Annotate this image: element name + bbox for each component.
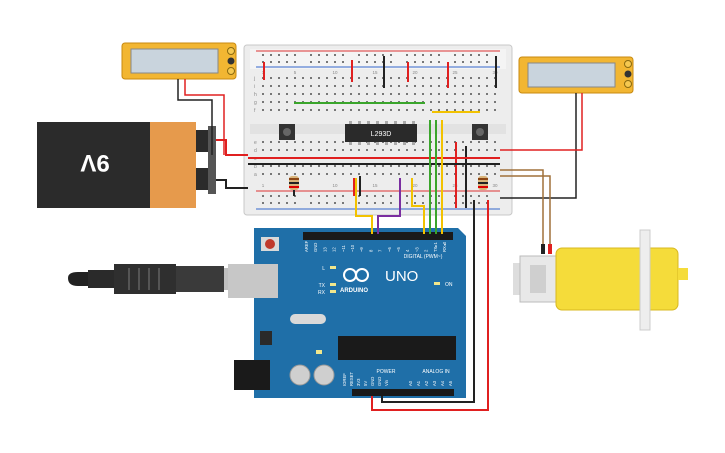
column-number: 15 [372,183,378,188]
multimeter-right [518,56,634,94]
column-number: 5 [294,70,297,75]
arduino-logo [343,268,369,282]
column-number: 25 [452,70,458,75]
led-on-label: ON [445,282,453,288]
row-letter: a [254,172,257,178]
l293d-chip: L293D [345,121,417,145]
pin-label: 13 [322,247,327,252]
resistor-left [289,176,299,190]
pin-label: Vin [384,379,389,386]
column-number: 10 [332,70,338,75]
chip-label: L293D [371,131,392,138]
brand-label: ARDUINO [340,288,368,294]
led-rx-label: RX [318,290,326,296]
led-tx-label: TX [319,283,326,289]
row-letter: j [253,76,255,82]
row-letter: b [254,164,257,170]
pin-label: 12 [332,247,337,252]
column-number: 1 [262,183,265,188]
pin-label: 5V [363,381,368,386]
dc-motor [513,229,688,331]
column-number: 15 [372,70,378,75]
pin-label: A4 [440,380,445,386]
pin-label: ~3 [414,247,419,252]
reset-button[interactable] [261,237,279,251]
pin-label: ~11 [341,245,346,252]
pin-label: A2 [424,380,429,386]
pin-label: AREF [304,240,309,252]
pin-label: 4 [405,249,410,252]
resistor-right [478,176,488,190]
led-l-label: L [322,266,325,272]
battery-9v: 9V [37,122,216,208]
pushbutton-left[interactable] [279,124,295,140]
pin-label: GND [313,243,318,252]
power-header-label: POWER [377,369,396,375]
digital-pin-labels: AREF GND 13 12 ~11 ~10 ~9 8 7 ~6 ~5 4 ~3 2 TX▸1 RX◂0 [304,240,447,252]
pin-label: 8 [368,249,373,252]
pushbutton-right[interactable] [472,124,488,140]
pin-label: 3V3 [356,378,361,386]
digital-header-label: DIGITAL (PWM~) [404,254,443,260]
pin-label: A3 [432,380,437,386]
usb-cable [68,264,254,294]
pin-label: ~9 [359,247,364,252]
pin-label: A1 [416,380,421,386]
pin-label: RX◂0 [442,241,447,252]
column-number: 10 [332,183,338,188]
pin-label: GND [377,377,382,386]
breadboard-jumpers [248,56,500,208]
battery-label: 9V [80,149,109,176]
row-letter: d [254,148,257,154]
pin-label: A5 [448,380,453,386]
pin-label: IOREF [342,373,347,386]
pin-label: ~6 [387,247,392,252]
analog-header-label: ANALOG IN [422,369,450,375]
pin-label: GND [370,377,375,386]
row-letter: h [254,92,257,98]
column-number: 20 [412,70,418,75]
pin-label: ~10 [350,244,355,252]
column-number: 20 [412,183,418,188]
multimeter-left [121,42,237,80]
row-letter: g [254,100,257,106]
top-rail-holes [262,54,488,63]
pin-label: 7 [378,249,383,252]
column-number: 30 [492,183,498,188]
model-label: UNO [385,268,418,285]
arduino-uno-board: AREF GND 13 12 ~11 ~10 ~9 8 7 ~6 ~5 4 ~3 2 TX▸1 RX◂0 DI… [228,228,466,398]
pin-label: TX▸1 [433,242,438,252]
pin-label: 2 [424,249,429,252]
pin-label: ~5 [396,247,401,252]
row-letter: f [254,108,256,114]
row-letter: i [254,84,255,90]
pin-label: A0 [408,380,413,386]
row-letter: e [254,140,257,146]
pin-label: RESET [349,372,354,386]
